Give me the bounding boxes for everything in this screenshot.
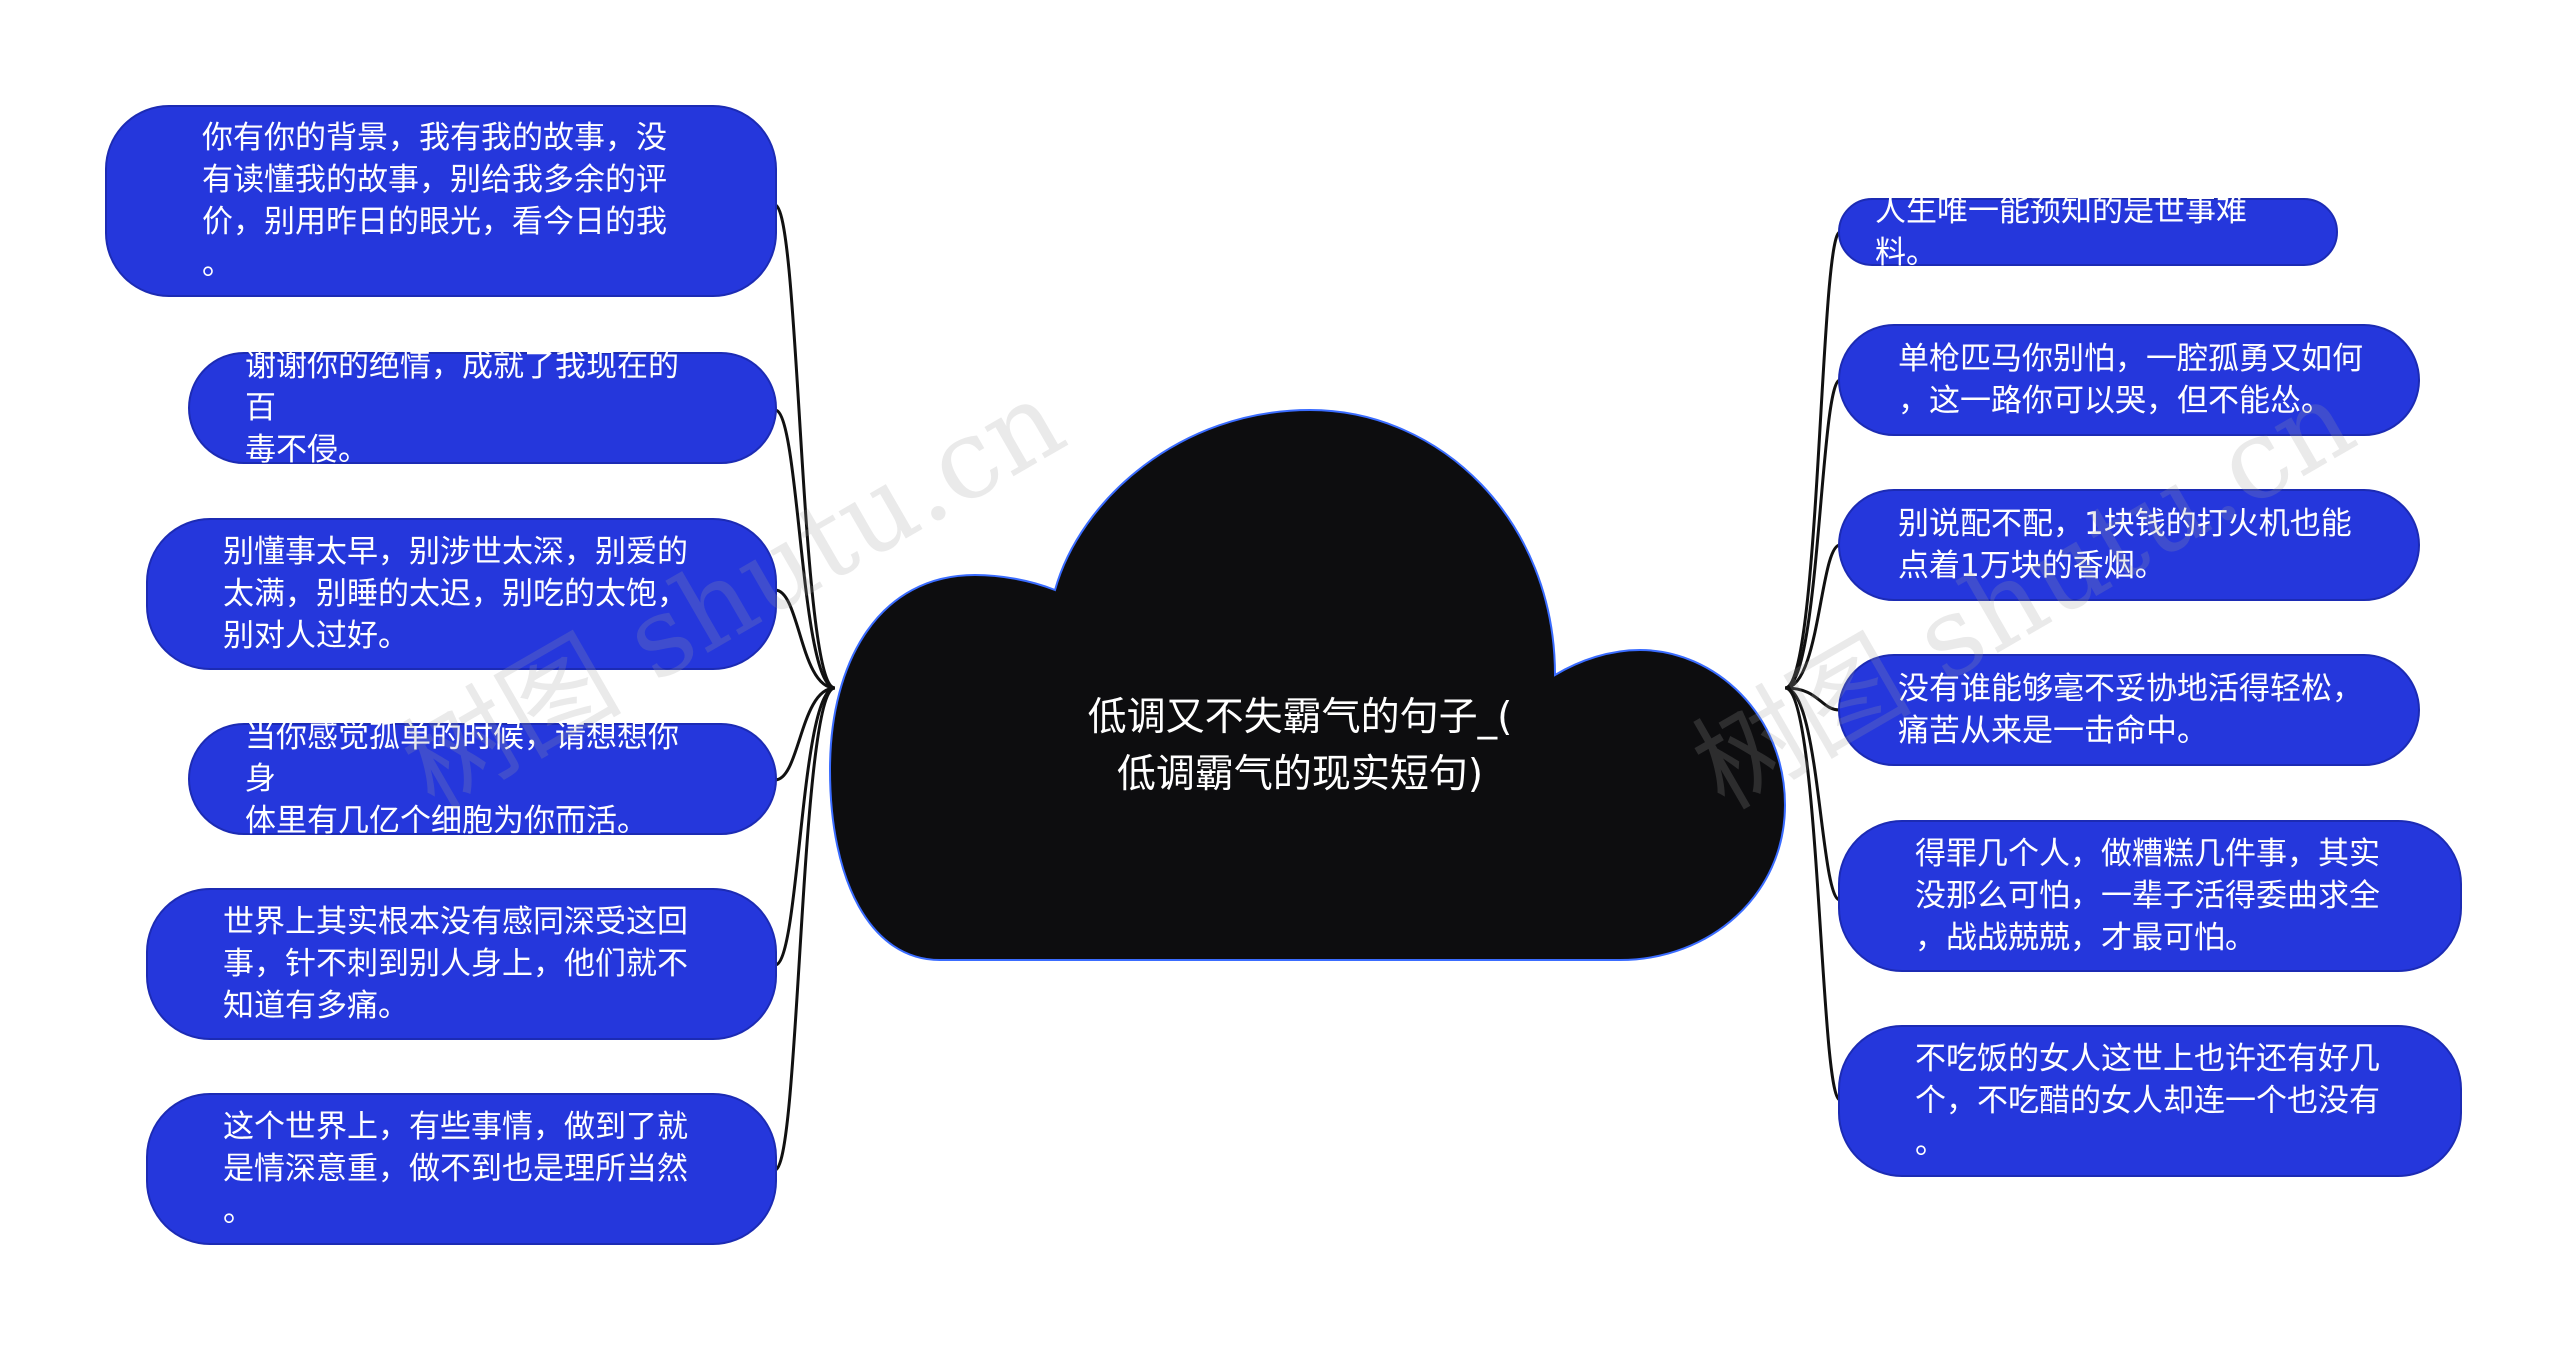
- right-node-4[interactable]: 没有谁能够毫不妥协地活得轻松， 痛苦从来是一击命中。: [1838, 654, 2420, 766]
- center-topic-title[interactable]: 低调又不失霸气的句子_( 低调霸气的现实短句): [1087, 695, 1513, 797]
- connector-left-4: [774, 686, 836, 782]
- left-node-4[interactable]: 当你感觉孤单的时候，请想想你身 体里有几亿个细胞为你而活。: [188, 719, 777, 839]
- right-connectors: [1784, 230, 1842, 1102]
- right-node-3[interactable]: 别说配不配，1块钱的打火机也能 点着1万块的香烟。: [1838, 489, 2420, 601]
- right-node-2[interactable]: 单枪匹马你别怕，一腔孤勇又如何 ，这一路你可以哭，但不能怂。: [1838, 324, 2420, 436]
- left-node-3[interactable]: 别懂事太早，别涉世太深，别爱的 太满，别睡的太迟，别吃的太饱， 别对人过好。: [146, 518, 777, 670]
- center-cloud[interactable]: [828, 408, 1787, 961]
- right-node-4-text: 没有谁能够毫不妥协地活得轻松， 痛苦从来是一击命中。: [1898, 670, 2363, 749]
- left-node-4-text: 当你感觉孤单的时候，请想想你身 体里有几亿个细胞为你而活。: [245, 718, 679, 840]
- connector-left-6: [773, 686, 836, 1172]
- right-node-6-text: 不吃饭的女人这世上也许还有好几 个，不吃醋的女人却连一个也没有 。: [1915, 1040, 2380, 1162]
- right-node-6[interactable]: 不吃饭的女人这世上也许还有好几 个，不吃醋的女人却连一个也没有 。: [1838, 1025, 2462, 1177]
- connector-left-5: [774, 686, 836, 967]
- right-node-5-text: 得罪几个人，做糟糕几件事，其实 没那么可怕，一辈子活得委曲求全 ，战战兢兢，才最…: [1915, 835, 2380, 957]
- connector-left-2: [774, 408, 836, 690]
- right-node-1[interactable]: 人生唯一能预知的是世事难料。: [1838, 193, 2338, 271]
- connector-right-2: [1784, 378, 1842, 690]
- connector-right-3: [1784, 543, 1841, 690]
- right-node-3-text: 别说配不配，1块钱的打火机也能 点着1万块的香烟。: [1898, 505, 2352, 584]
- connector-left-3: [774, 588, 836, 690]
- left-node-3-text: 别懂事太早，别涉世太深，别爱的 太满，别睡的太迟，别吃的太饱， 别对人过好。: [223, 533, 688, 655]
- left-node-1-text: 你有你的背景，我有我的故事，没 有读懂我的故事，别给我多余的评 价，别用昨日的眼…: [202, 119, 667, 283]
- left-node-5[interactable]: 世界上其实根本没有感同深受这回 事，针不刺到别人身上，他们就不 知道有多痛。: [146, 888, 777, 1040]
- connector-right-1: [1784, 230, 1842, 690]
- left-node-6[interactable]: 这个世界上，有些事情，做到了就 是情深意重，做不到也是理所当然 。: [146, 1093, 777, 1245]
- connector-right-6: [1784, 686, 1842, 1102]
- connector-right-5: [1784, 686, 1841, 902]
- left-node-5-text: 世界上其实根本没有感同深受这回 事，针不刺到别人身上，他们就不 知道有多痛。: [223, 903, 688, 1025]
- left-node-6-text: 这个世界上，有些事情，做到了就 是情深意重，做不到也是理所当然 。: [223, 1108, 688, 1230]
- left-connectors: [773, 203, 836, 1172]
- right-node-5[interactable]: 得罪几个人，做糟糕几件事，其实 没那么可怕，一辈子活得委曲求全 ，战战兢兢，才最…: [1838, 820, 2462, 972]
- left-node-1[interactable]: 你有你的背景，我有我的故事，没 有读懂我的故事，别给我多余的评 价，别用昨日的眼…: [105, 105, 777, 297]
- left-node-2[interactable]: 谢谢你的绝情，成就了我现在的百 毒不侵。: [188, 348, 777, 468]
- right-node-2-text: 单枪匹马你别怕，一腔孤勇又如何 ，这一路你可以哭，但不能怂。: [1898, 340, 2363, 419]
- connector-left-1: [773, 203, 836, 690]
- right-node-1-text: 人生唯一能预知的是世事难料。: [1875, 192, 2247, 271]
- left-node-2-text: 谢谢你的绝情，成就了我现在的百 毒不侵。: [245, 347, 679, 469]
- connector-right-4: [1784, 686, 1841, 712]
